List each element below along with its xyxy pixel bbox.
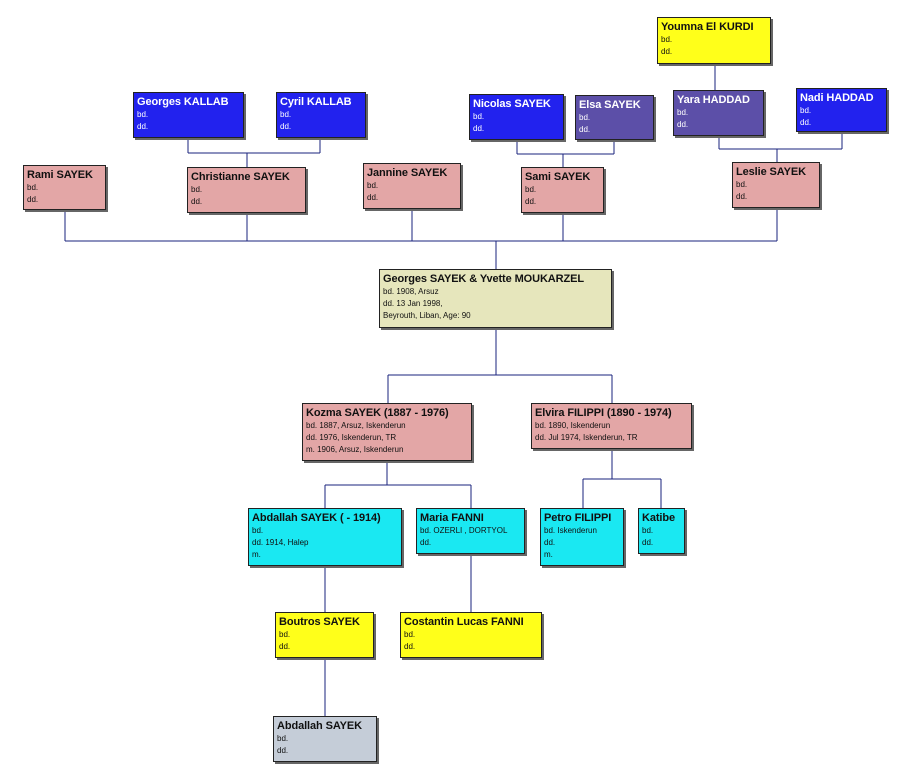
death-line: dd. — [279, 642, 291, 651]
person-name: Abdallah SAYEK ( - 1914) — [252, 512, 381, 524]
birth-line: bd. OZERLI , DORTYOL — [420, 526, 508, 535]
birth-line: bd. — [367, 181, 379, 190]
death-line: dd. — [367, 193, 379, 202]
birth-line: bd. — [642, 526, 654, 535]
person-name: Rami SAYEK — [27, 169, 93, 181]
birth-line: bd. 1887, Arsuz, Iskenderun — [306, 421, 406, 430]
birth-line: bd. — [473, 112, 485, 121]
death-line: dd. Jul 1974, Iskenderun, TR — [535, 433, 638, 442]
person-name: Leslie SAYEK — [736, 166, 806, 178]
person-box-nicolas-sayek[interactable]: Nicolas SAYEK bd. dd. — [469, 94, 564, 140]
person-name: Georges SAYEK & Yvette MOUKARZEL — [383, 273, 584, 285]
death-line: dd. — [27, 195, 39, 204]
birth-line: bd. — [280, 110, 292, 119]
birth-line: bd. — [137, 110, 149, 119]
marriage-line: m. — [252, 550, 261, 559]
person-box-katibe[interactable]: Katibe bd. dd. — [638, 508, 685, 554]
birth-line: bd. — [736, 180, 748, 189]
birth-line: bd. — [579, 113, 591, 122]
birth-line: bd. — [277, 734, 289, 743]
death-line: dd. — [642, 538, 654, 547]
birth-line: bd. 1908, Arsuz — [383, 287, 439, 296]
person-box-abdallah-sayek-1914[interactable]: Abdallah SAYEK ( - 1914) bd. dd. 1914, H… — [248, 508, 402, 566]
person-box-cyril-kallab[interactable]: Cyril KALLAB bd. dd. — [276, 92, 366, 138]
person-name: Georges KALLAB — [137, 96, 229, 108]
person-name: Kozma SAYEK (1887 - 1976) — [306, 407, 449, 419]
death-line: dd. — [280, 122, 292, 131]
death-line: dd. — [191, 197, 203, 206]
birth-line: bd. — [677, 108, 689, 117]
birth-line: bd. 1890, Iskenderun — [535, 421, 611, 430]
person-box-abdallah-sayek[interactable]: Abdallah SAYEK bd. dd. — [273, 716, 377, 762]
person-name: Maria FANNI — [420, 512, 484, 524]
death-line: dd. — [579, 125, 591, 134]
birth-line: bd. — [661, 35, 673, 44]
death-line: dd. — [473, 124, 485, 133]
birth-line: bd. — [279, 630, 291, 639]
person-name: Yara HADDAD — [677, 94, 750, 106]
person-name: Elsa SAYEK — [579, 99, 641, 111]
person-box-elvira-filippi[interactable]: Elvira FILIPPI (1890 - 1974) bd. 1890, I… — [531, 403, 692, 449]
death-place-line: Beyrouth, Liban, Age: 90 — [383, 311, 471, 320]
birth-line: bd. — [525, 185, 537, 194]
birth-line: bd. — [404, 630, 416, 639]
person-box-rami-sayek[interactable]: Rami SAYEK bd. dd. — [23, 165, 106, 210]
death-line: dd. — [525, 197, 537, 206]
person-name: Nadi HADDAD — [800, 92, 874, 104]
birth-line: bd. — [800, 106, 812, 115]
person-box-leslie-sayek[interactable]: Leslie SAYEK bd. dd. — [732, 162, 820, 208]
person-box-georges-yvette[interactable]: Georges SAYEK & Yvette MOUKARZEL bd. 190… — [379, 269, 612, 328]
person-name: Abdallah SAYEK — [277, 720, 362, 732]
person-box-costantin-lucas-fanni[interactable]: Costantin Lucas FANNI bd. dd. — [400, 612, 542, 658]
death-line: dd. 1914, Halep — [252, 538, 309, 547]
person-name: Costantin Lucas FANNI — [404, 616, 524, 628]
death-line: dd. — [661, 47, 673, 56]
death-line: dd. — [800, 118, 812, 127]
birth-line: bd. — [191, 185, 203, 194]
birth-line: bd. Iskenderun — [544, 526, 597, 535]
person-box-boutros-sayek[interactable]: Boutros SAYEK bd. dd. — [275, 612, 374, 658]
death-line: dd. — [404, 642, 416, 651]
birth-line: bd. — [252, 526, 264, 535]
death-line: dd. 13 Jan 1998, — [383, 299, 443, 308]
death-line: dd. — [420, 538, 432, 547]
person-name: Jannine SAYEK — [367, 167, 448, 179]
person-name: Christianne SAYEK — [191, 171, 290, 183]
person-name: Katibe — [642, 512, 676, 524]
person-name: Elvira FILIPPI (1890 - 1974) — [535, 407, 672, 419]
person-name: Petro FILIPPI — [544, 512, 612, 524]
person-box-petro-filippi[interactable]: Petro FILIPPI bd. Iskenderun dd. m. — [540, 508, 624, 566]
person-box-youmna-el-kurdi[interactable]: Youmna El KURDI bd. dd. — [657, 17, 771, 64]
person-name: Nicolas SAYEK — [473, 98, 551, 110]
person-box-nadi-haddad[interactable]: Nadi HADDAD bd. dd. — [796, 88, 887, 132]
death-line: dd. 1976, Iskenderun, TR — [306, 433, 397, 442]
person-box-elsa-sayek[interactable]: Elsa SAYEK bd. dd. — [575, 95, 654, 140]
person-box-sami-sayek[interactable]: Sami SAYEK bd. dd. — [521, 167, 604, 213]
person-box-yara-haddad[interactable]: Yara HADDAD bd. dd. — [673, 90, 764, 136]
death-line: dd. — [736, 192, 748, 201]
person-box-maria-fanni[interactable]: Maria FANNI bd. OZERLI , DORTYOL dd. — [416, 508, 525, 554]
death-line: dd. — [544, 538, 556, 547]
person-box-christianne-sayek[interactable]: Christianne SAYEK bd. dd. — [187, 167, 306, 213]
marriage-line: m. 1906, Arsuz, Iskenderun — [306, 445, 404, 454]
death-line: dd. — [277, 746, 289, 755]
marriage-line: m. — [544, 550, 553, 559]
person-box-kozma-sayek[interactable]: Kozma SAYEK (1887 - 1976) bd. 1887, Arsu… — [302, 403, 472, 461]
death-line: dd. — [137, 122, 149, 131]
birth-line: bd. — [27, 183, 39, 192]
death-line: dd. — [677, 120, 689, 129]
person-box-jannine-sayek[interactable]: Jannine SAYEK bd. dd. — [363, 163, 461, 209]
person-name: Cyril KALLAB — [280, 96, 352, 108]
person-name: Sami SAYEK — [525, 171, 591, 183]
person-name: Youmna El KURDI — [661, 21, 754, 33]
person-name: Boutros SAYEK — [279, 616, 360, 628]
person-box-georges-kallab[interactable]: Georges KALLAB bd. dd. — [133, 92, 244, 138]
